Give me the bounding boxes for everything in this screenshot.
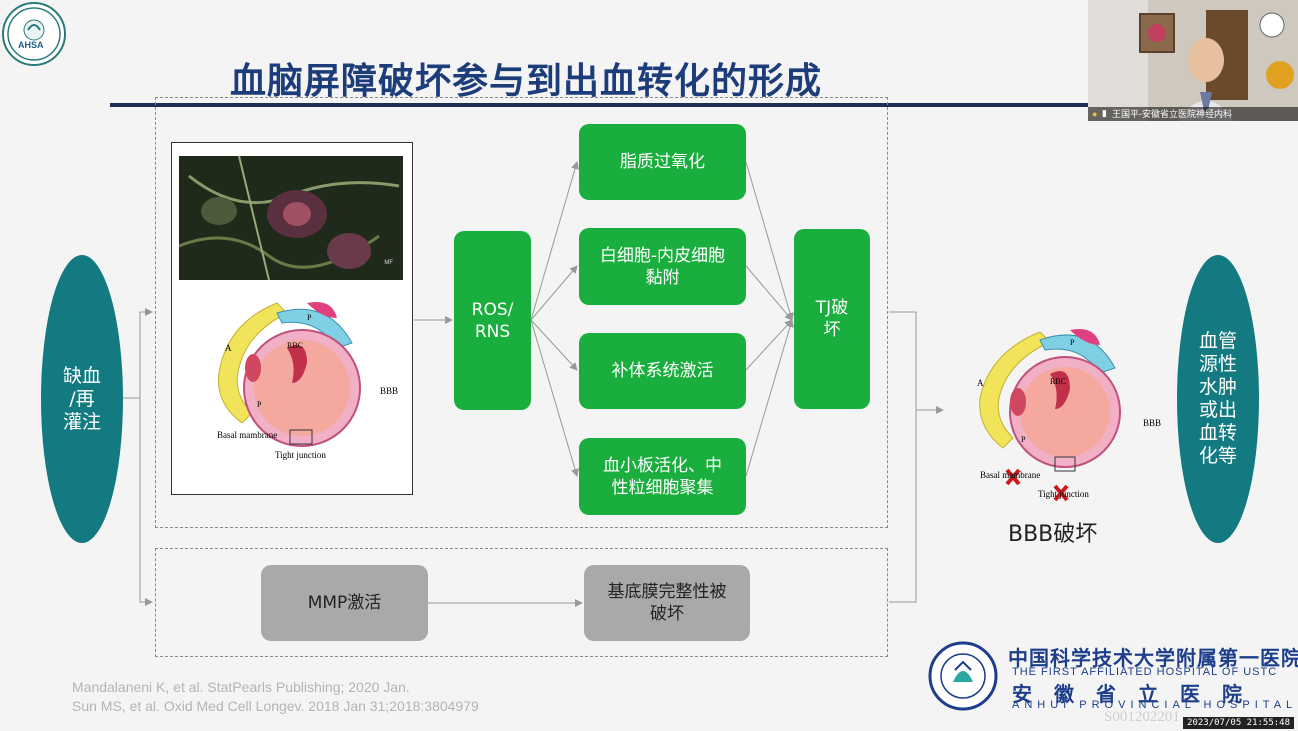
micrograph-label: MF [384,260,393,266]
hospital-cn-provincial: 安徽省立医院 [1012,682,1264,706]
bbb-schematic-right: A P RBC P Basal mambrane Tight junction [955,320,1135,505]
label-a-right: A [977,378,984,388]
webcam-overlay: 王国平-安徽省立医院神经内科 ● ▮ [1088,0,1298,121]
reference-2: Sun MS, et al. Oxid Med Cell Longev. 201… [72,698,479,714]
reference-1: Mandalaneni K, et al. StatPearls Publish… [72,679,410,695]
mechanism-box: 补体系统激活 [579,333,746,409]
ischemia-reperfusion-oval: 缺血 /再 灌注 [41,255,123,543]
bbb-destroyed-label: BBB破坏 [1008,522,1098,547]
label-tight-left: Tight junction [275,450,326,460]
label-bbb-left: BBB [380,386,399,396]
hospital-en-provincial: ANHUI PROVINCIAL HOSPITAL [1012,699,1298,711]
hospital-cn-name: 中国科学技术大学附属第一医院 [1008,646,1298,670]
mechanism-box: 白细胞-内皮细胞 黏附 [579,228,746,305]
label-tight-right: Tight junction [1038,489,1089,499]
ahsa-logo: AHSA [2,2,66,66]
label-p-right: P [1070,338,1075,347]
user-icon: ● [1092,109,1098,119]
mmp-activation-box: MMP激活 [261,565,428,641]
label-p2-left: P [257,400,262,409]
label-bbb-right: BBB [1143,418,1162,428]
microphone-icon[interactable]: ▮ [1102,108,1107,118]
vasogenic-edema-oval: 血管 源性 水肿 或出 血转 化等 [1177,255,1259,543]
mechanism-box: 脂质过氧化 [579,124,746,200]
watermark-text: S001202201 [1104,709,1180,725]
logo-text: AHSA [18,40,44,50]
bbb-figure-panel: MF A P RBC P Basal mambrane Tight juncti… [171,142,413,495]
ustc-hospital-emblem [925,640,1003,712]
title-underline [110,103,1290,107]
label-rbc-left: RBC [287,341,304,350]
lower-dashed-frame [155,548,888,657]
micrograph-image: MF [179,156,403,280]
label-basal-right: Basal mambrane [980,470,1041,480]
tj-destruction-box: TJ破 坏 [794,229,870,409]
label-p-left: P [307,313,312,322]
webcam-name-label: 王国平-安徽省立医院神经内科 [1088,107,1298,121]
webcam-name-text: 王国平-安徽省立医院神经内科 [1112,109,1232,119]
recording-timestamp: 2023/07/05 21:55:48 [1183,717,1294,729]
mechanism-box: 血小板活化、中 性粒细胞聚集 [579,438,746,515]
upper-dashed-frame [155,97,888,528]
label-p2-right: P [1021,435,1026,444]
basement-membrane-box: 基底膜完整性被 破坏 [584,565,750,641]
slide-title: 血脑屏障破坏参与到出血转化的形成 [230,61,823,102]
label-basal-left: Basal mambrane [217,430,278,440]
bbb-schematic-left: A P RBC P Basal mambrane Tight junction [187,293,397,478]
label-a-left: A [225,343,232,353]
hospital-en-name: THE FIRST AFFILIATED HOSPITAL OF USTC [1012,666,1278,678]
ros-rns-box: ROS/ RNS [454,231,531,410]
label-rbc-right: RBC [1050,377,1067,386]
